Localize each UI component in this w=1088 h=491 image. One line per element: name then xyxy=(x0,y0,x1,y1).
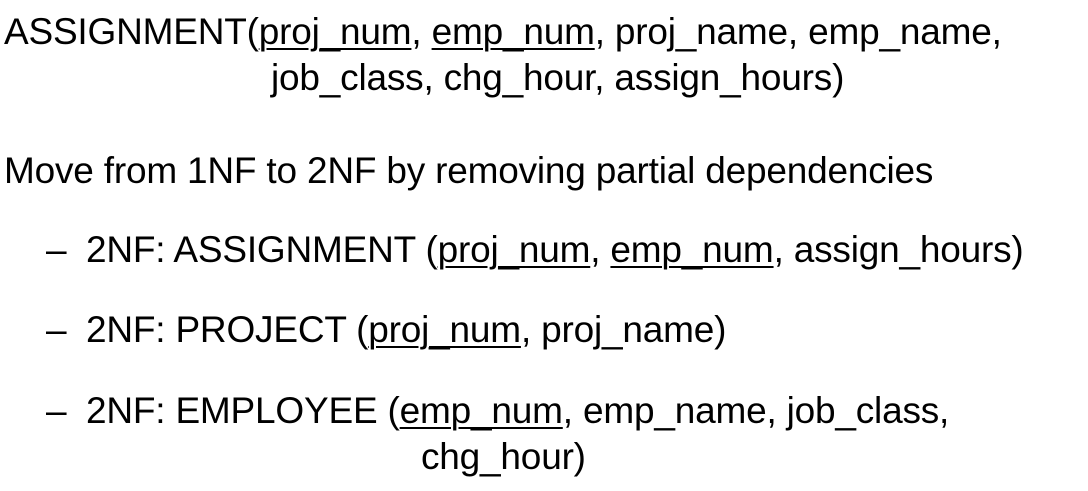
intro-text: Move from 1NF to 2NF by removing partial… xyxy=(4,149,933,193)
key-attribute-proj-num: proj_num xyxy=(368,309,521,350)
bullet-prefix: 2NF: PROJECT ( xyxy=(86,309,369,350)
attribute-list: , proj_name) xyxy=(520,309,727,350)
bullet-dash: – xyxy=(46,309,67,350)
attribute-list: , assign_hours) xyxy=(773,229,1024,270)
bullet-dash: – xyxy=(46,390,67,431)
relation-name: ASSIGNMENT xyxy=(4,11,247,52)
relation-open-paren: ( xyxy=(246,11,259,52)
bullet-employee-continued: chg_hour) xyxy=(421,435,586,479)
attribute-list: , proj_name, emp_name, xyxy=(594,11,1002,52)
bullet-prefix: 2NF: ASSIGNMENT ( xyxy=(86,229,438,270)
attribute-list-continued: job_class, chg_hour, assign_hours) xyxy=(271,57,845,98)
bullet-assignment: –2NF: ASSIGNMENT (proj_num, emp_num, ass… xyxy=(46,228,1024,272)
bullet-employee: –2NF: EMPLOYEE (emp_num, emp_name, job_c… xyxy=(46,389,949,433)
attribute-list-continued: chg_hour) xyxy=(421,436,586,477)
bullet-prefix: 2NF: EMPLOYEE ( xyxy=(86,390,400,431)
bullet-project: –2NF: PROJECT (proj_num, proj_name) xyxy=(46,308,726,352)
key-attribute-emp-num: emp_num xyxy=(431,11,595,52)
attribute-list: , emp_name, job_class, xyxy=(562,390,950,431)
relation-definition-line-1: ASSIGNMENT(proj_num, emp_num, proj_name,… xyxy=(4,10,1002,54)
key-attribute-proj-num: proj_num xyxy=(258,11,412,52)
relation-definition-line-2: job_class, chg_hour, assign_hours) xyxy=(271,56,844,100)
bullet-dash: – xyxy=(46,229,67,270)
separator: , xyxy=(411,11,432,52)
separator: , xyxy=(590,229,611,270)
key-attribute-emp-num: emp_num xyxy=(610,229,774,270)
key-attribute-proj-num: proj_num xyxy=(437,229,591,270)
key-attribute-emp-num: emp_num xyxy=(399,390,563,431)
intro-sentence: Move from 1NF to 2NF by removing partial… xyxy=(4,150,934,191)
